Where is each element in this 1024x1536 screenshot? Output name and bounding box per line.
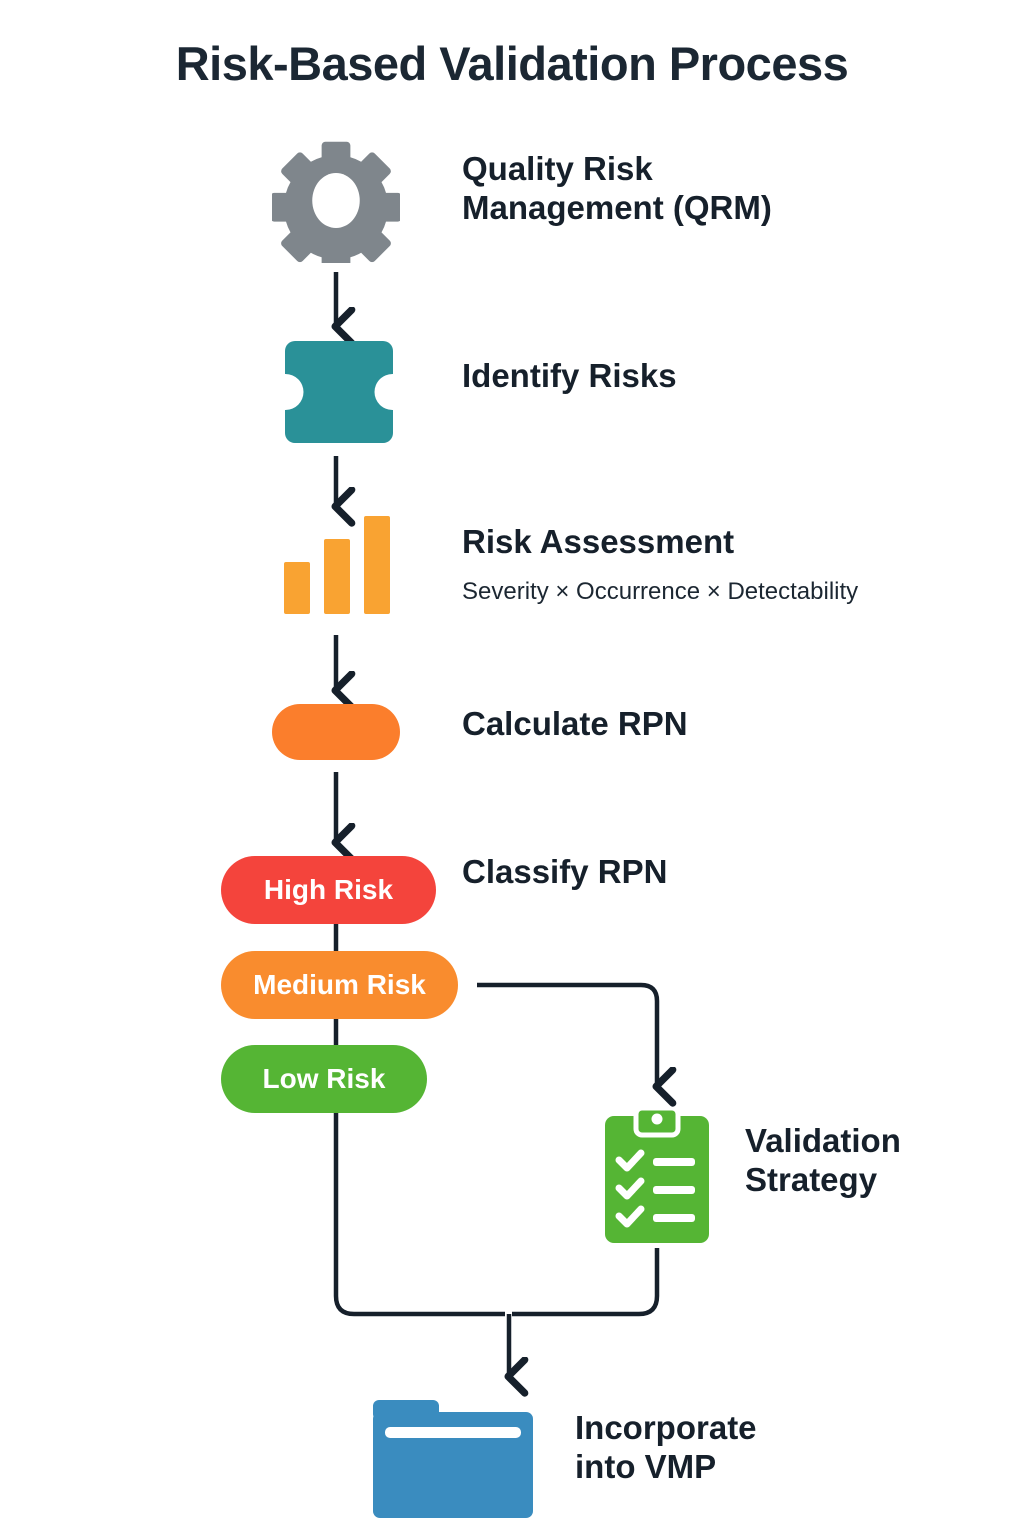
step-label-strategy: Validation Strategy	[745, 1122, 901, 1198]
step-label-rpn: Calculate RPN	[462, 705, 688, 742]
risk-badge-high[interactable]: High Risk	[221, 856, 436, 924]
folder-icon	[373, 1400, 533, 1518]
bar-2	[324, 539, 350, 614]
risk-badge-low[interactable]: Low Risk	[221, 1045, 427, 1113]
step-label-identify: Identify Risks	[462, 357, 677, 394]
connector-strategy-to-merge	[512, 1248, 660, 1317]
bar-1	[284, 562, 310, 614]
bar-chart-icon	[282, 514, 394, 614]
rpn-pill-shape	[272, 704, 400, 760]
step-label-classify: Classify RPN	[462, 853, 668, 890]
page-title: Risk-Based Validation Process	[175, 37, 849, 90]
risk-badge-medium[interactable]: Medium Risk	[221, 951, 458, 1019]
step-label-assessment: Risk Assessment	[462, 523, 735, 560]
connector-medium-to-strategy	[477, 982, 657, 1086]
step-sublabel-assessment: Severity × Occurrence × Detectability	[462, 578, 859, 605]
risk-badge-medium-label: Medium Risk	[253, 969, 426, 1000]
risk-badge-low-label: Low Risk	[262, 1063, 386, 1094]
clipboard-checklist-icon	[605, 1105, 709, 1243]
risk-badge-high-label: High Risk	[263, 874, 394, 905]
step-label-vmp: Incorporate into VMP	[575, 1409, 757, 1485]
puzzle-piece-icon	[285, 341, 393, 443]
step-label-qrm: Quality Risk Management (QRM)	[462, 150, 772, 226]
gear-icon	[270, 138, 402, 273]
connector-low-to-merge	[333, 1113, 505, 1317]
bar-3	[364, 516, 390, 614]
